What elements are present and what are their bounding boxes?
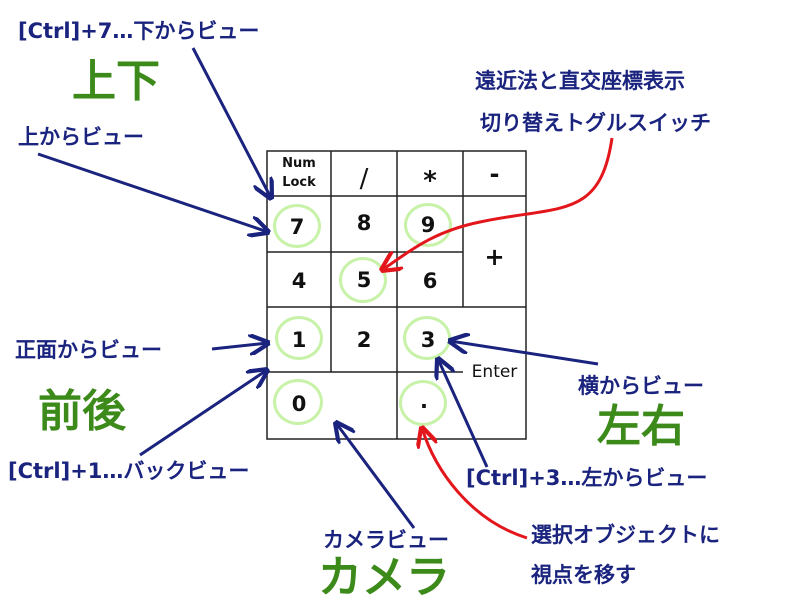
key-dot: . xyxy=(420,389,428,413)
label-camera: カメラ xyxy=(318,552,450,603)
label-persp-ortho-line2: 切り替えトグルスイッチ xyxy=(480,111,711,135)
highlight-ring-7 xyxy=(273,204,321,248)
highlight-ring-1 xyxy=(275,316,323,360)
key-8: 8 xyxy=(356,211,372,235)
key-4: 4 xyxy=(291,269,307,293)
label-top-bottom: 上下 xyxy=(72,56,160,107)
key-9: 9 xyxy=(420,213,436,237)
arrow-ctrl7 xyxy=(191,47,271,198)
label-top-view: 上からビュー xyxy=(18,125,144,149)
key-5: 5 xyxy=(356,268,372,292)
key-numlock: Num Lock xyxy=(267,151,331,196)
label-ctrl1-back-view: [Ctrl]+1…バックビュー xyxy=(8,459,250,483)
arrow-ctrl1 xyxy=(139,370,267,457)
key-multiply: * xyxy=(423,165,437,196)
arrow-persp-ortho xyxy=(382,137,614,270)
key-divide: / xyxy=(359,163,369,194)
label-front-view: 正面からビュー xyxy=(15,338,162,362)
highlight-ring-5 xyxy=(339,257,387,303)
key-3: 3 xyxy=(420,328,436,352)
label-side-view: 横からビュー xyxy=(578,374,704,398)
key-numlock-line1: Num xyxy=(282,156,316,172)
label-front-back: 前後 xyxy=(38,386,126,437)
label-move-view-line2: 視点を移す xyxy=(531,563,636,587)
label-ctrl3-left-view: [Ctrl]+3…左からビュー xyxy=(466,466,708,490)
key-numlock-line2: Lock xyxy=(282,174,316,190)
key-2: 2 xyxy=(356,328,372,352)
arrow-move-view xyxy=(422,428,528,540)
key-enter: Enter xyxy=(471,362,518,382)
label-persp-ortho-line1: 遠近法と直交座標表示 xyxy=(475,69,685,93)
key-1: 1 xyxy=(291,328,307,352)
arrow-ctrl3 xyxy=(438,359,489,468)
arrow-front-view xyxy=(211,343,268,349)
arrow-side-view xyxy=(450,341,599,366)
label-move-view-line1: 選択オブジェクトに xyxy=(531,523,720,547)
label-camera-view: カメラビュー xyxy=(323,528,449,552)
label-left-right: 左右 xyxy=(597,401,685,452)
key-0: 0 xyxy=(291,392,307,416)
key-minus: - xyxy=(489,159,500,188)
label-ctrl7-bottom-view: [Ctrl]+7…下からビュー xyxy=(18,19,260,43)
key-6: 6 xyxy=(422,269,438,293)
key-7: 7 xyxy=(289,215,305,239)
arrow-top-view xyxy=(37,152,268,232)
arrow-camera xyxy=(336,423,416,529)
key-plus: + xyxy=(484,243,505,271)
highlight-ring-9 xyxy=(404,203,452,247)
highlight-ring-0 xyxy=(273,379,323,425)
